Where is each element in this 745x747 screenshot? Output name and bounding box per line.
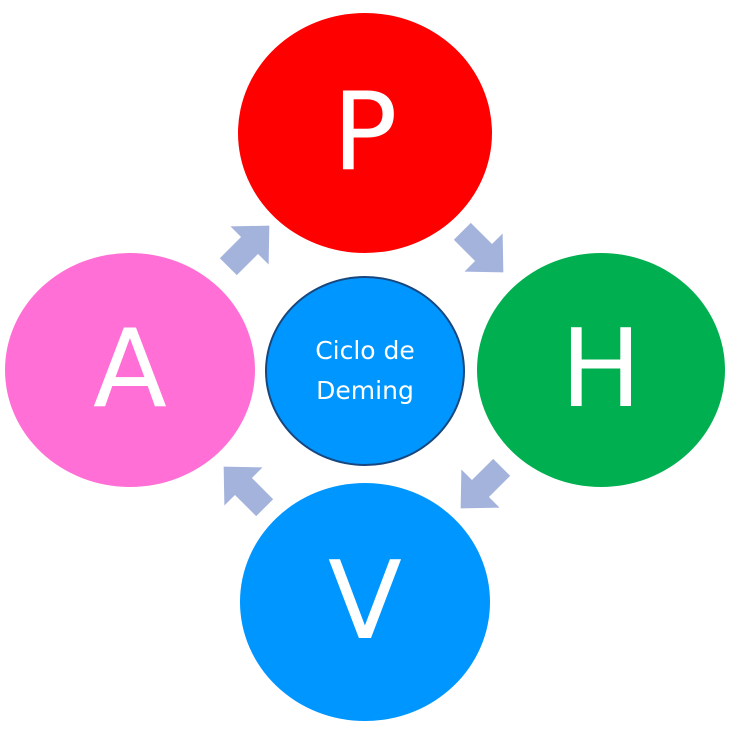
center-node: Ciclo de Deming [265, 276, 465, 466]
arrow-h-to-v [460, 458, 511, 509]
node-p-plan: P [238, 13, 492, 253]
center-label-line2: Deming [316, 376, 414, 405]
node-p-letter: P [332, 70, 398, 195]
arrow-v-to-a [223, 466, 274, 517]
arrow-p-to-h [453, 222, 504, 273]
node-v-letter: V [328, 539, 402, 664]
center-label-line1: Ciclo de [315, 336, 415, 365]
node-h-letter: H [560, 307, 642, 432]
node-a-letter: A [93, 307, 167, 432]
node-h-do: H [477, 253, 725, 487]
node-v-check: V [240, 483, 490, 721]
arrow-a-to-p [219, 225, 270, 276]
node-a-act: A [5, 253, 255, 487]
